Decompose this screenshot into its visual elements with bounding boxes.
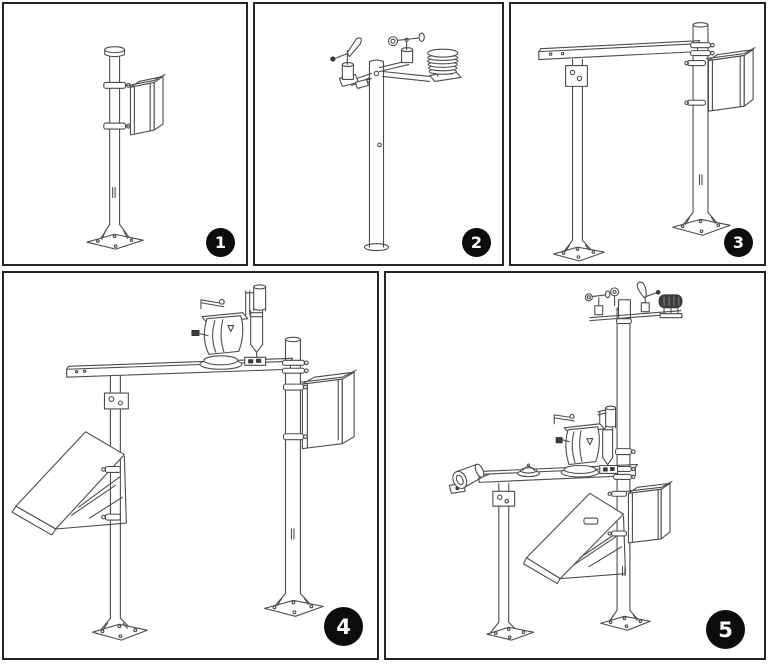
step-number-badge: 4 xyxy=(324,607,363,646)
tilted-sensor xyxy=(448,463,490,494)
cup-anemometer xyxy=(387,32,425,64)
solar-panel xyxy=(11,431,127,536)
enclosure-box xyxy=(684,47,756,112)
illustration-station-with-solar-panel xyxy=(11,284,357,641)
step-panel-4: 4 xyxy=(2,271,379,660)
enclosure-box xyxy=(607,480,673,544)
wind-vane xyxy=(330,37,362,80)
step-number-badge: 1 xyxy=(206,228,235,257)
solar-panel xyxy=(523,492,627,585)
sensor-unit xyxy=(191,284,267,370)
mounting-bracket xyxy=(565,64,588,87)
pole-clamps xyxy=(103,81,131,130)
step-number-badge: 3 xyxy=(724,228,753,257)
pole-base-plate xyxy=(86,223,144,250)
sensor-pole xyxy=(363,59,390,252)
radiation-shield xyxy=(658,294,683,319)
illustration-pole-with-enclosure xyxy=(86,46,166,250)
mounting-bracket xyxy=(103,392,129,410)
horizontal-crossarm xyxy=(538,40,715,61)
enclosure-box xyxy=(127,73,166,136)
enclosure-box xyxy=(282,369,357,450)
mounting-pole xyxy=(104,46,126,225)
illustration-complete-station xyxy=(448,281,683,641)
sensor-unit xyxy=(553,405,619,478)
wind-vane xyxy=(636,281,661,313)
step-number-badge: 5 xyxy=(706,610,745,649)
step-panel-1: 1 xyxy=(2,2,248,266)
step-panel-2: 2 xyxy=(253,2,504,266)
instrument-pole xyxy=(553,59,605,262)
dome-sensor xyxy=(517,463,540,478)
illustration-two-pole-frame xyxy=(538,22,756,262)
instrument-pole xyxy=(91,374,148,641)
illustration-sensor-pole xyxy=(330,32,462,252)
step-number-badge: 2 xyxy=(462,228,491,257)
step-panel-5: 5 xyxy=(384,271,766,660)
radiation-shield xyxy=(427,48,462,82)
horizontal-crossarm xyxy=(66,357,309,378)
instrument-pole xyxy=(486,482,534,641)
step-panel-3: 3 xyxy=(509,2,766,266)
cup-anemometer xyxy=(584,287,620,316)
